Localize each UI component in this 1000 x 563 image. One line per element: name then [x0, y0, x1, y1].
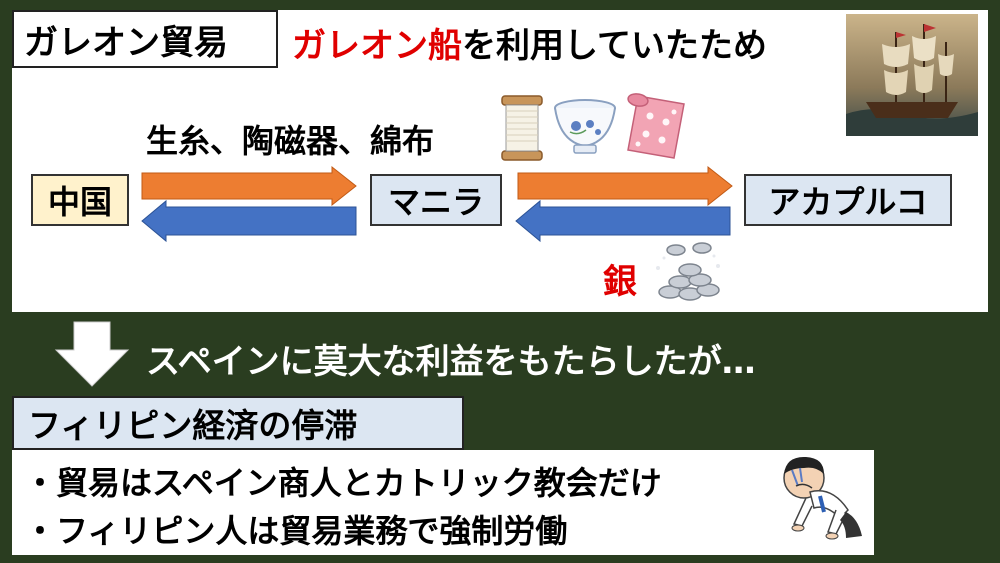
headline-highlight: ガレオン船	[292, 26, 462, 66]
arrow-china-to-manila	[141, 165, 357, 207]
thread-spool-icon	[496, 94, 548, 162]
silver-coins-icon	[650, 238, 726, 304]
bullet-1: ・貿易はスペイン商人とカトリック教会だけ	[24, 464, 662, 502]
down-arrow-icon	[54, 321, 130, 387]
node-manila-label: マニラ	[387, 183, 484, 221]
stagnation-title: フィリピン経済の停滞	[12, 396, 464, 450]
stagnation-title-text: フィリピン経済の停滞	[28, 406, 358, 445]
node-acapulco: アカプルコ	[744, 174, 952, 226]
headline-rest: を利用していたため	[462, 26, 767, 66]
silver-label: 銀	[603, 262, 637, 302]
goods-label: 生糸、陶磁器、綿布	[146, 122, 435, 160]
arrow-manila-to-acapulco	[517, 165, 733, 207]
galleon-ship-image	[846, 14, 978, 136]
node-acapulco-label: アカプルコ	[768, 183, 928, 221]
exhausted-worker-icon	[776, 452, 868, 552]
node-manila: マニラ	[370, 174, 502, 226]
bullets-panel	[12, 450, 874, 555]
galleon-trade-title-text: ガレオン貿易	[24, 22, 228, 63]
headline: ガレオン船を利用していたため	[292, 18, 767, 67]
arrow-acapulco-to-manila	[515, 199, 731, 243]
galleon-trade-title: ガレオン貿易	[12, 10, 278, 68]
node-china-label: 中国	[47, 183, 112, 221]
node-china: 中国	[31, 174, 129, 226]
bullet-2: ・フィリピン人は貿易業務で強制労働	[24, 512, 568, 550]
arrow-manila-to-china	[141, 199, 357, 243]
consequence-text: スペインに莫大な利益をもたらしたが…	[146, 342, 756, 382]
cloth-roll-icon	[618, 92, 692, 164]
porcelain-bowl-icon	[552, 96, 618, 158]
